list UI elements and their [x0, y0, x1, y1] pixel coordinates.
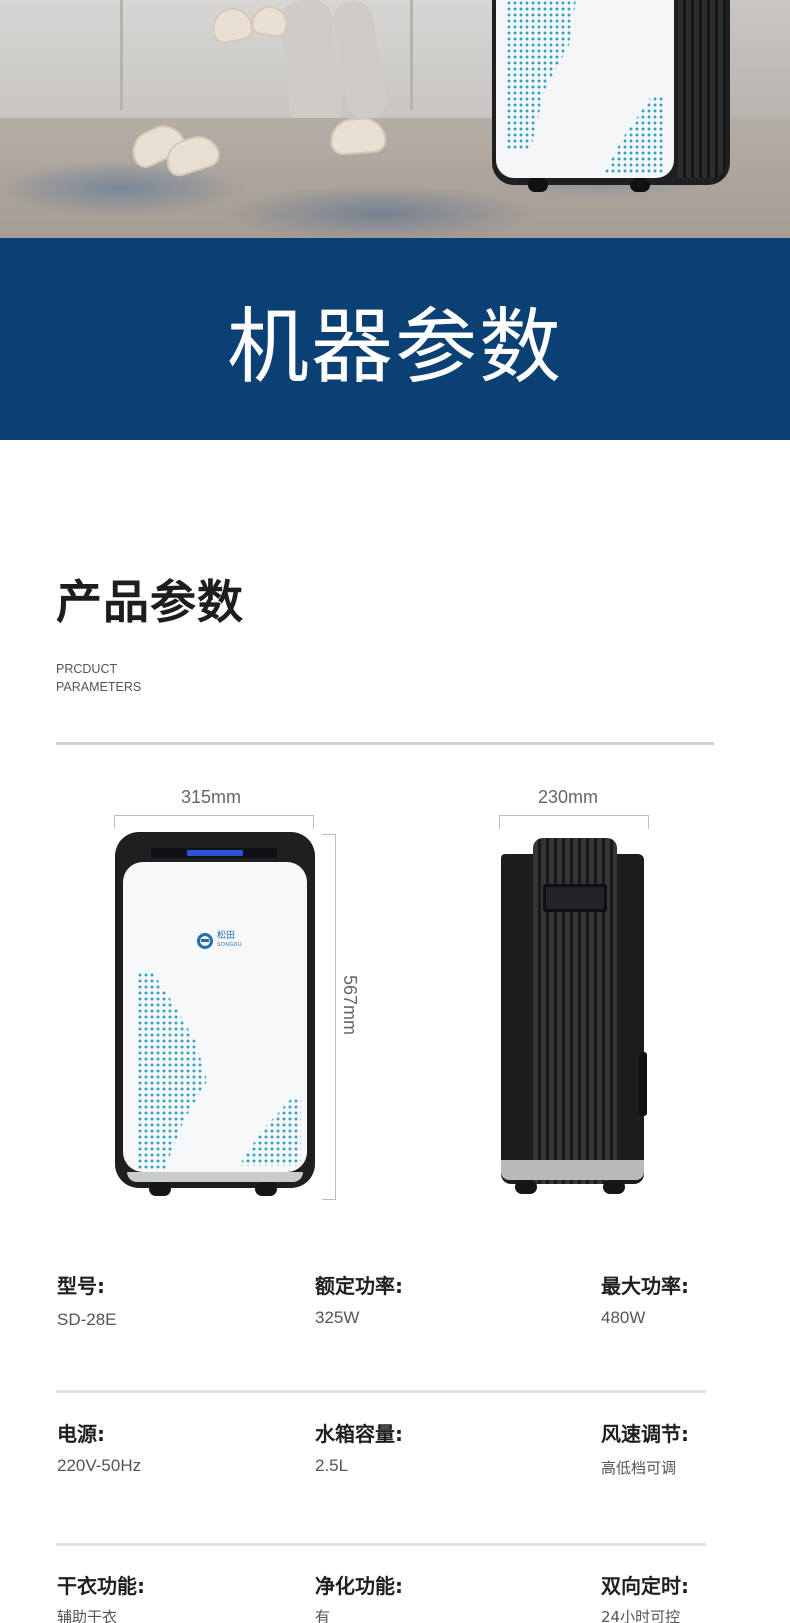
spec-label-max-power: 最大功率:: [601, 1274, 689, 1298]
spec-label-fan-speed: 风速调节:: [601, 1422, 689, 1446]
section-title: 产品参数: [56, 575, 244, 629]
spec-label-power-supply: 电源:: [57, 1422, 105, 1446]
banner: 机器参数: [0, 238, 790, 440]
dot-pattern: [604, 96, 664, 174]
spec-value-purify: 有: [315, 1608, 331, 1623]
spec-value-power-supply: 220V-50Hz: [57, 1456, 142, 1475]
section-subtitle-line: PRCDUCT: [56, 662, 118, 676]
spec-label-drying: 干衣功能:: [57, 1574, 145, 1598]
dot-pattern: [137, 972, 208, 1170]
spec-label-timer: 双向定时:: [601, 1574, 689, 1598]
wheel-icon: [528, 178, 548, 192]
wheel-icon: [515, 1180, 537, 1194]
wheel-icon: [149, 1182, 171, 1196]
hero-device-face: [496, 0, 674, 178]
side-bottom: [501, 1160, 644, 1180]
front-width-label: 315mm: [181, 787, 242, 807]
banner-title: 机器参数: [226, 299, 563, 395]
spec-label-model: 型号:: [57, 1274, 105, 1298]
wheel-icon: [630, 178, 650, 192]
front-width-line: [114, 815, 314, 829]
spec-value-timer: 24小时可控: [601, 1608, 681, 1623]
height-line: [322, 834, 336, 1200]
section-subtitle: PRCDUCT PARAMETERS: [56, 660, 141, 696]
front-base: [127, 1172, 303, 1182]
spec-divider: [56, 1390, 706, 1393]
hero-photo: [0, 0, 790, 238]
spec-label-rated-power: 额定功率:: [315, 1274, 403, 1298]
sofa-seam: [410, 0, 413, 110]
spec-label-tank: 水箱容量:: [315, 1422, 403, 1446]
side-width-label: 230mm: [538, 787, 599, 807]
spec-value-max-power: 480W: [601, 1308, 646, 1327]
hero-device: [492, 0, 730, 185]
wheel-icon: [603, 1180, 625, 1194]
spec-label-purify: 净化功能:: [315, 1574, 403, 1598]
spec-value-tank: 2.5L: [315, 1456, 349, 1475]
section-subtitle-line: PARAMETERS: [56, 680, 142, 694]
spec-divider: [56, 1543, 706, 1546]
dot-pattern: [506, 0, 576, 150]
section-divider: [56, 742, 714, 745]
wheel-icon: [255, 1182, 277, 1196]
spec-value-fan-speed: 高低档可调: [601, 1459, 677, 1477]
height-label: 567mm: [340, 975, 360, 1036]
side-latch: [639, 1052, 647, 1116]
side-view-image: [501, 838, 647, 1194]
handle-icon: [543, 884, 607, 912]
spec-value-drying: 辅助干衣: [57, 1608, 118, 1623]
dot-pattern: [239, 1098, 301, 1166]
logo-ring: [197, 933, 213, 949]
sofa-seam: [120, 0, 123, 110]
hero-device-fins: [678, 0, 726, 178]
spec-value-model: SD-28E: [57, 1310, 117, 1329]
spec-value-rated-power: 325W: [315, 1308, 360, 1327]
display-screen: [187, 850, 243, 856]
side-width-line: [499, 815, 649, 829]
